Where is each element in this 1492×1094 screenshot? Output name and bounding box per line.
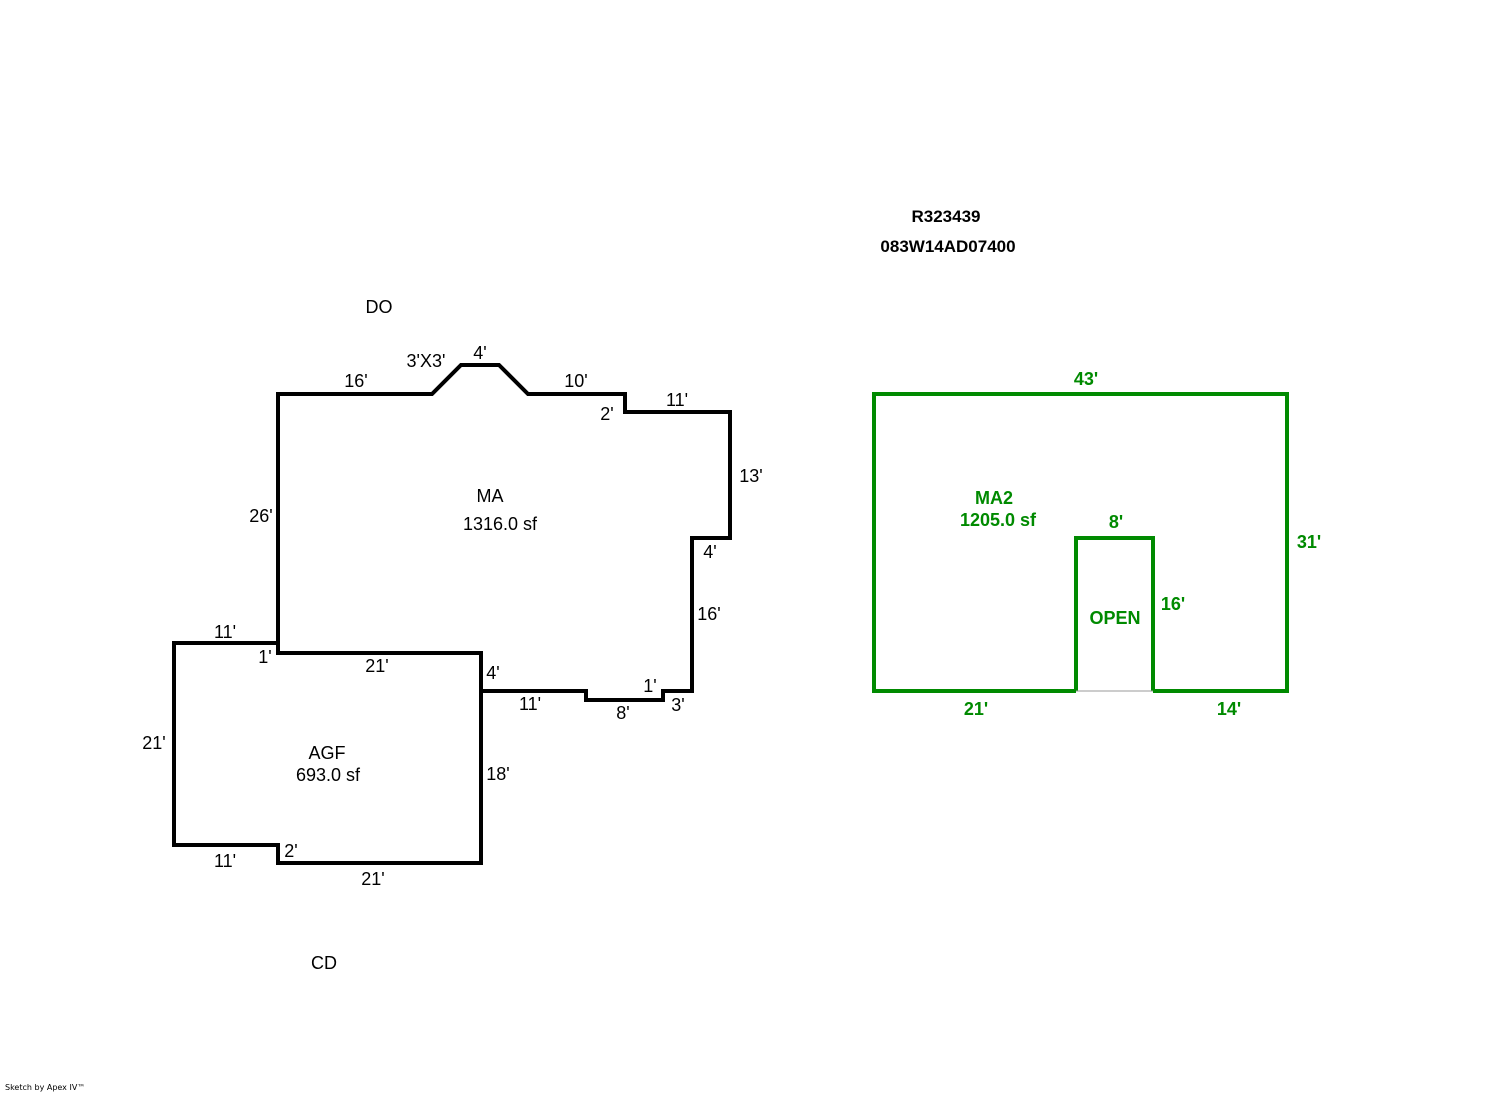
account-number: R323439 (911, 207, 980, 226)
dim-label: 1' (643, 676, 656, 696)
dim-label: 8' (616, 703, 629, 723)
direction-label-bottom: CD (311, 953, 337, 973)
dim-label: 26' (249, 506, 272, 526)
dim-label: 3' (671, 695, 684, 715)
dim-label: 11' (519, 694, 541, 714)
dim-label: 4' (703, 542, 716, 562)
dim-label: 2' (284, 841, 297, 861)
dim-label: 2' (600, 404, 613, 424)
ma-area: 1316.0 sf (463, 514, 538, 534)
dim-label: 31' (1297, 532, 1321, 552)
ma-dimensions: 16' 3'X3' 4' 10' 2' 11' 13' 4' 16' 3' 1'… (249, 343, 762, 723)
ma2-area: 1205.0 sf (960, 510, 1037, 530)
dim-label: 21' (964, 699, 988, 719)
agf-outline (172, 641, 483, 865)
dim-label: 21' (142, 733, 165, 753)
ma-label: MA (477, 486, 504, 506)
dim-label: 1' (258, 647, 271, 667)
dim-label: 21' (361, 869, 384, 889)
ma2-outline (872, 392, 1289, 693)
dim-label: 16' (1161, 594, 1185, 614)
dim-label: 11' (214, 851, 236, 871)
agf-area: 693.0 sf (296, 765, 361, 785)
dim-label: 8' (1109, 512, 1123, 532)
dim-label: 13' (739, 466, 762, 486)
dim-label: 14' (1217, 699, 1241, 719)
dim-label: 11' (666, 390, 688, 410)
ma2-label: MA2 (975, 488, 1013, 508)
dim-label: 4' (473, 343, 486, 363)
direction-label-top: DO (366, 297, 393, 317)
ma2-dimensions: 43' 31' 14' 21' 8' 16' (964, 369, 1321, 719)
agf-label: AGF (308, 743, 345, 763)
dim-label: 10' (564, 371, 587, 391)
agf-dimensions: 11' 21' 11' 2' 21' 18' (142, 622, 509, 889)
dim-label: 4' (486, 663, 499, 683)
open-outline (1074, 536, 1155, 691)
dim-label: 11' (214, 622, 236, 642)
map-number: 083W14AD07400 (880, 237, 1015, 256)
dim-label: 16' (344, 371, 367, 391)
dim-label: 43' (1074, 369, 1098, 389)
dim-label: 21' (365, 656, 388, 676)
dim-label: 16' (697, 604, 720, 624)
dim-label: 18' (486, 764, 509, 784)
software-credit: Sketch by Apex IV™ (5, 1083, 85, 1092)
dim-label: 3'X3' (407, 351, 446, 371)
open-label: OPEN (1089, 608, 1140, 628)
